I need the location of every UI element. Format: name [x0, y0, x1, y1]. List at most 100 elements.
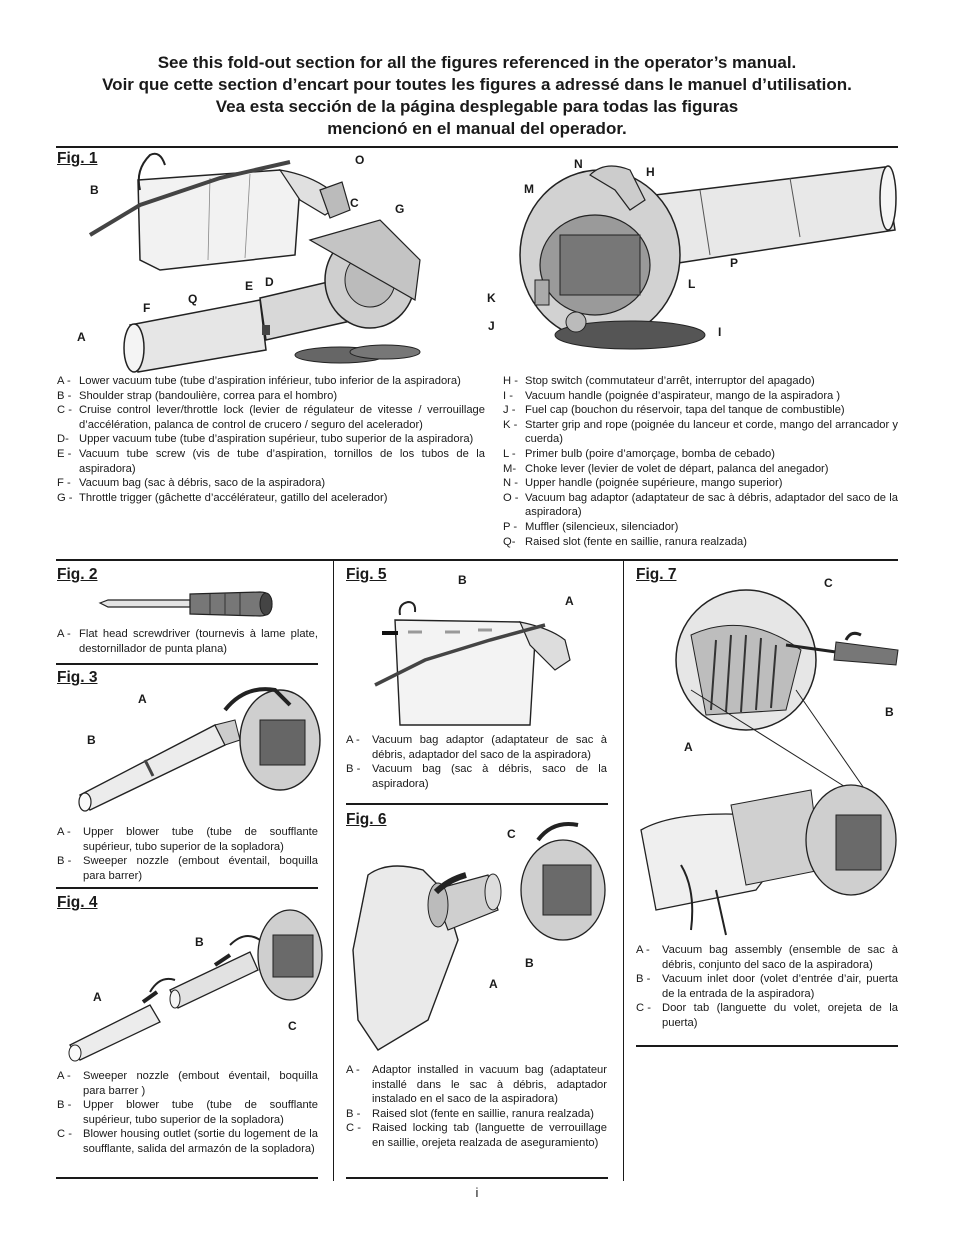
fig7-callout-C: C	[824, 576, 833, 590]
fig1-blower-vacuum-illustration	[88, 152, 421, 373]
legend-item: K -Starter grip and rope (poignée du lan…	[503, 418, 898, 446]
legend-item: E -Vacuum tube screw (vis de tube d’aspi…	[57, 447, 485, 475]
legend-item: Q-Raised slot (fente en saillie, ranura …	[503, 535, 748, 548]
column-divider-left	[333, 561, 334, 1181]
legend-item: B -Vacuum bag (sac à débris, saco de la …	[346, 763, 607, 790]
legend-item: H -Stop switch (commutateur d’arrêt, int…	[503, 375, 815, 387]
fig1-callout-H: H	[646, 165, 655, 179]
fig1-callout-Q: Q	[188, 292, 198, 306]
fig1-callout-B: B	[90, 183, 99, 197]
fig6-callout-A: A	[489, 977, 498, 991]
legend-item: J -Fuel cap (bouchon du réservoir, tapa …	[503, 404, 845, 417]
fig4-callout-A: A	[93, 990, 102, 1004]
fig5-legend: A -Vacuum bag adaptor (adaptateur de sac…	[346, 733, 607, 791]
legend-item: P -Muffler (silencieux, silenciador)	[503, 520, 679, 533]
legend-item: A -Sweeper nozzle (embout éventail, boqu…	[57, 1070, 318, 1097]
fig5-divider	[346, 803, 608, 805]
legend-item: B -Upper blower tube (tube de soufflante…	[57, 1099, 318, 1126]
legend-item: D-Upper vacuum tube (tube d’aspiration s…	[57, 433, 474, 446]
header-english: See this fold-out section for all the fi…	[157, 53, 797, 72]
fig7-title: Fig. 7	[636, 566, 677, 583]
fig3-legend: A -Upper blower tube (tube de soufflante…	[57, 825, 318, 883]
legend-item: G -Throttle trigger (gâchette d’accéléra…	[57, 491, 388, 504]
fig7-callout-B: B	[885, 705, 894, 719]
fig1-callout-D: D	[265, 275, 274, 289]
fig1-blower-rear-illustration	[519, 165, 897, 350]
fig1-legend-right: H -Stop switch (commutateur d’arrêt, int…	[503, 374, 898, 549]
legend-item: F -Vacuum bag (sac à débris, saco de la …	[57, 477, 326, 490]
legend-item: C -Door tab (languette du volet, orejeta…	[636, 1002, 898, 1029]
fig5-vacuum-bag-illustration	[374, 600, 571, 726]
fig1-title: Fig. 1	[57, 150, 98, 167]
fig1-callout-A: A	[77, 330, 86, 344]
fig4-assembly-illustration	[68, 909, 323, 1062]
column-divider-right	[623, 561, 624, 1181]
fig1-callout-P: P	[730, 256, 739, 270]
fig1-callout-I: I	[718, 325, 722, 339]
legend-item: B -Raised slot (fente en saillie, ranura…	[346, 1107, 595, 1120]
legend-item: I -Vacuum handle (poignée d’aspirateur, …	[503, 389, 841, 402]
fig1-callout-N: N	[574, 157, 583, 171]
legend-item: B -Sweeper nozzle (embout éventail, boqu…	[57, 855, 318, 882]
fig1-callout-G: G	[395, 202, 405, 216]
fig6-callout-B: B	[525, 956, 534, 970]
fig5-callout-B: B	[458, 573, 467, 587]
legend-item: A -Flat head screwdriver (tournevis à la…	[57, 628, 318, 655]
fig4-callout-C: C	[288, 1019, 297, 1033]
header-spanish-line1: Vea esta sección de la página desplegabl…	[215, 97, 739, 116]
fig4-legend: A -Sweeper nozzle (embout éventail, boqu…	[57, 1069, 318, 1157]
fig1-divider	[56, 559, 898, 561]
fig3-blower-tube-illustration	[78, 687, 321, 812]
legend-item: A -Lower vacuum tube (tube d’aspiration …	[57, 375, 461, 387]
legend-item: C -Cruise control lever/throttle lock (l…	[57, 404, 485, 431]
legend-item: M-Choke lever (levier de volet de départ…	[503, 462, 829, 475]
legend-item: A -Adaptor installed in vacuum bag (adap…	[346, 1064, 607, 1106]
fig1-callout-J: J	[488, 319, 495, 333]
fig1-callout-M: M	[524, 182, 534, 196]
fig3-title: Fig. 3	[57, 669, 98, 686]
header-divider	[56, 146, 898, 148]
legend-item: O -Vacuum bag adaptor (adaptateur de sac…	[503, 491, 898, 519]
legend-item: A -Vacuum bag adaptor (adaptateur de sac…	[346, 734, 607, 761]
legend-item: N -Upper handle (poignée supérieure, man…	[503, 477, 783, 490]
fig7-divider	[636, 1045, 898, 1047]
header-french: Voir que cette section d’encart pour tou…	[102, 75, 852, 94]
legend-item: L -Primer bulb (poire d’amorçage, bomba …	[503, 447, 775, 460]
legend-item: A -Vacuum bag assembly (ensemble de sac …	[636, 944, 898, 971]
fig6-legend: A -Adaptor installed in vacuum bag (adap…	[346, 1063, 607, 1151]
fig1-callout-K: K	[487, 291, 496, 305]
legend-item: B -Shoulder strap (bandoulière, correa p…	[57, 389, 338, 402]
fig7-callout-A: A	[684, 740, 693, 754]
fig1-legend-left: A -Lower vacuum tube (tube d’aspiration …	[57, 374, 485, 505]
legend-item: C -Raised locking tab (languette de verr…	[346, 1122, 607, 1149]
fig2-divider	[56, 663, 318, 665]
legend-item: C -Blower housing outlet (sortie du loge…	[57, 1128, 318, 1155]
fig3-callout-A: A	[138, 692, 147, 706]
fig4-title: Fig. 4	[57, 894, 98, 911]
legend-item: A -Upper blower tube (tube de soufflante…	[57, 826, 318, 853]
fig1-callout-O: O	[355, 153, 365, 167]
header-spanish-line2: mencionó en el manual del operador.	[327, 119, 627, 138]
page-header: See this fold-out section for all the fi…	[40, 52, 914, 140]
fig1-callout-F: F	[143, 301, 151, 315]
fig7-legend: A -Vacuum bag assembly (ensemble de sac …	[636, 943, 898, 1031]
fig6-adaptor-install-illustration	[352, 822, 606, 1051]
legend-item: B -Vacuum inlet door (volet d’entrée d’a…	[636, 973, 898, 1000]
fig7-inlet-door-illustration	[640, 589, 899, 936]
fig4-divider	[56, 1177, 318, 1179]
fig3-divider	[56, 887, 318, 889]
fig1-callout-E: E	[245, 279, 254, 293]
fig2-legend: A -Flat head screwdriver (tournevis à la…	[57, 627, 318, 656]
fig2-title: Fig. 2	[57, 566, 98, 583]
fig4-callout-B: B	[195, 935, 204, 949]
page-number: i	[475, 1185, 479, 1200]
fig1-callout-C: C	[350, 196, 359, 210]
fig5-callout-A: A	[565, 594, 574, 608]
fig5-title: Fig. 5	[346, 566, 387, 583]
fig6-divider	[346, 1177, 608, 1179]
fig3-callout-B: B	[87, 733, 96, 747]
fig2-screwdriver-illustration	[98, 591, 273, 617]
fig1-callout-L: L	[688, 277, 696, 291]
fig6-title: Fig. 6	[346, 811, 387, 828]
fig6-callout-C: C	[507, 827, 516, 841]
